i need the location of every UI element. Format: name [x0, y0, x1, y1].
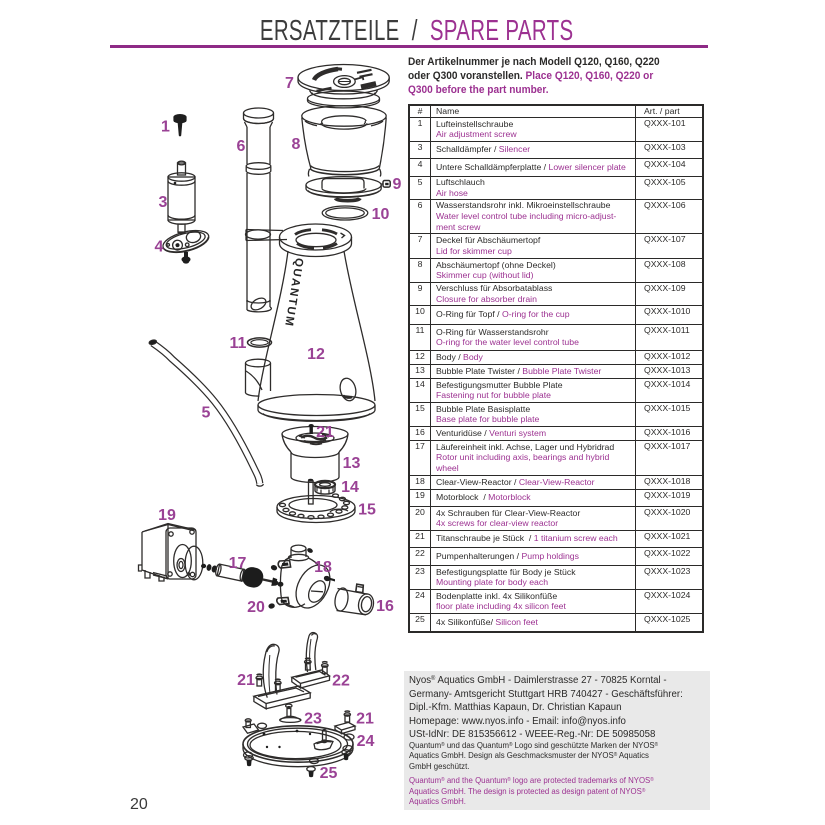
svg-text:24: 24 — [357, 733, 375, 750]
svg-text:25: 25 — [320, 765, 338, 782]
svg-text:21: 21 — [356, 711, 374, 728]
svg-text:7: 7 — [285, 75, 294, 92]
svg-text:4: 4 — [155, 239, 164, 256]
svg-text:15: 15 — [358, 502, 376, 519]
svg-text:9: 9 — [393, 176, 402, 193]
svg-text:13: 13 — [343, 455, 361, 472]
svg-text:21: 21 — [237, 672, 255, 689]
svg-text:23: 23 — [304, 711, 322, 728]
svg-text:10: 10 — [372, 206, 390, 223]
svg-text:16: 16 — [376, 598, 394, 615]
svg-text:6: 6 — [237, 138, 246, 155]
svg-text:21: 21 — [316, 424, 334, 441]
svg-text:8: 8 — [292, 136, 301, 153]
svg-text:12: 12 — [307, 346, 325, 363]
svg-text:5: 5 — [202, 405, 211, 422]
svg-text:14: 14 — [341, 479, 359, 496]
svg-text:17: 17 — [229, 555, 247, 572]
svg-text:18: 18 — [314, 559, 332, 576]
svg-text:20: 20 — [247, 599, 265, 616]
svg-text:3: 3 — [159, 194, 168, 211]
svg-text:1: 1 — [161, 119, 170, 136]
svg-text:11: 11 — [230, 335, 247, 352]
svg-text:19: 19 — [158, 507, 176, 524]
svg-text:22: 22 — [332, 673, 350, 690]
